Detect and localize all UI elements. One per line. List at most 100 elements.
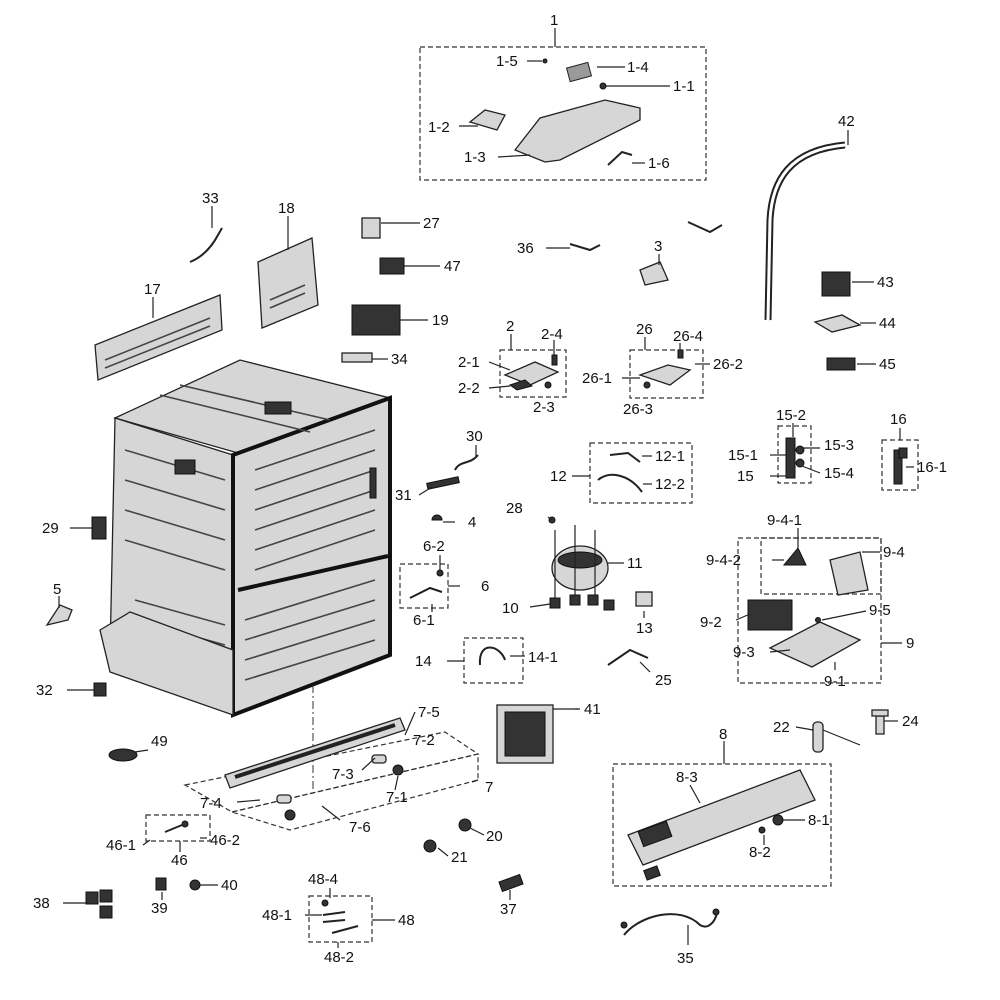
label-22: 22 xyxy=(773,719,790,736)
label-46-2: 46-2 xyxy=(210,832,240,849)
label-49: 49 xyxy=(151,733,168,750)
label-11: 11 xyxy=(627,555,643,572)
label-9-5: 9-5 xyxy=(869,602,891,619)
label-7: 7 xyxy=(485,779,493,796)
label-47: 47 xyxy=(444,258,461,275)
label-1-2: 1-2 xyxy=(428,119,450,136)
label-7-5: 7-5 xyxy=(418,704,440,721)
label-1-4: 1-4 xyxy=(627,59,649,76)
label-40: 40 xyxy=(221,877,238,894)
label-8-2: 8-2 xyxy=(749,844,771,861)
label-9-4-2: 9-4-2 xyxy=(706,552,741,569)
label-6-1: 6-1 xyxy=(413,612,435,629)
label-9-3: 9-3 xyxy=(733,644,755,661)
label-33: 33 xyxy=(202,190,219,207)
label-9-2: 9-2 xyxy=(700,614,722,631)
label-34: 34 xyxy=(391,351,408,368)
label-14-1: 14-1 xyxy=(528,649,558,666)
label-15-2: 15-2 xyxy=(776,407,806,424)
label-46: 46 xyxy=(171,852,188,869)
label-1-5: 1-5 xyxy=(496,53,518,70)
label-9-1: 9-1 xyxy=(824,673,846,690)
label-1-3: 1-3 xyxy=(464,149,486,166)
label-24: 24 xyxy=(902,713,919,730)
label-16-1: 16-1 xyxy=(917,459,947,476)
label-5: 5 xyxy=(53,581,61,598)
label-7-1: 7-1 xyxy=(386,789,408,806)
right-parts xyxy=(620,141,908,936)
label-7-3: 7-3 xyxy=(332,766,354,783)
label-12-1: 12-1 xyxy=(655,448,685,465)
label-16: 16 xyxy=(890,411,907,428)
part-8-3-base-plate xyxy=(627,769,816,866)
label-2: 2 xyxy=(506,318,514,335)
label-26-1: 26-1 xyxy=(582,370,612,387)
label-17: 17 xyxy=(144,281,161,298)
label-2-3: 2-3 xyxy=(533,399,555,416)
label-14: 14 xyxy=(415,653,432,670)
label-30: 30 xyxy=(466,428,483,445)
label-31: 31 xyxy=(395,487,412,504)
label-45: 45 xyxy=(879,356,896,373)
label-15-1: 15-1 xyxy=(728,447,758,464)
label-38: 38 xyxy=(33,895,50,912)
label-48: 48 xyxy=(398,912,415,929)
label-29: 29 xyxy=(42,520,59,537)
label-41: 41 xyxy=(584,701,601,718)
label-20: 20 xyxy=(486,828,503,845)
label-19: 19 xyxy=(432,312,449,329)
label-18: 18 xyxy=(278,200,295,217)
label-6: 6 xyxy=(481,578,489,595)
label-26-3: 26-3 xyxy=(623,401,653,418)
label-7-4: 7-4 xyxy=(200,795,222,812)
label-32: 32 xyxy=(36,682,53,699)
label-6-2: 6-2 xyxy=(423,538,445,555)
label-1-1: 1-1 xyxy=(673,78,695,95)
label-48-2: 48-2 xyxy=(324,949,354,966)
label-9-4: 9-4 xyxy=(883,544,905,561)
label-13: 13 xyxy=(636,620,653,637)
part-38-feet xyxy=(85,889,113,919)
label-3: 3 xyxy=(654,238,662,255)
label-36: 36 xyxy=(517,240,534,257)
label-4: 4 xyxy=(468,514,476,531)
label-12: 12 xyxy=(550,468,567,485)
part-17-cover xyxy=(94,294,223,381)
label-48-1: 48-1 xyxy=(262,907,292,924)
label-27: 27 xyxy=(423,215,440,232)
label-2-4: 2-4 xyxy=(541,326,563,343)
bottom-parts xyxy=(85,717,524,934)
label-25: 25 xyxy=(655,672,672,689)
label-10: 10 xyxy=(502,600,519,617)
label-48-4: 48-4 xyxy=(308,871,338,888)
label-1-6: 1-6 xyxy=(648,155,670,172)
label-2-1: 2-1 xyxy=(458,354,480,371)
label-21: 21 xyxy=(451,849,468,866)
label-9: 9 xyxy=(906,635,914,652)
label-28: 28 xyxy=(506,500,523,517)
label-26-4: 26-4 xyxy=(673,328,703,345)
label-9-4-1: 9-4-1 xyxy=(767,512,802,529)
part-18-panel xyxy=(257,237,319,329)
label-26: 26 xyxy=(636,321,653,338)
label-44: 44 xyxy=(879,315,896,332)
part-9-1-bracket xyxy=(768,621,862,668)
label-8-1: 8-1 xyxy=(808,812,830,829)
top-hinge-assembly xyxy=(468,58,641,166)
label-7-6: 7-6 xyxy=(349,819,371,836)
refrigerator-cabinet xyxy=(99,359,393,790)
label-8-3: 8-3 xyxy=(676,769,698,786)
part-9-2-motor xyxy=(747,599,793,631)
label-39: 39 xyxy=(151,900,168,917)
label-46-1: 46-1 xyxy=(106,837,136,854)
top-hinge-plate xyxy=(513,99,641,163)
label-15-3: 15-3 xyxy=(824,437,854,454)
part-9-4-housing xyxy=(829,551,869,596)
part-19-box xyxy=(351,304,401,336)
label-42: 42 xyxy=(838,113,855,130)
label-43: 43 xyxy=(877,274,894,291)
label-2-2: 2-2 xyxy=(458,380,480,397)
label-12-2: 12-2 xyxy=(655,476,685,493)
label-37: 37 xyxy=(500,901,517,918)
